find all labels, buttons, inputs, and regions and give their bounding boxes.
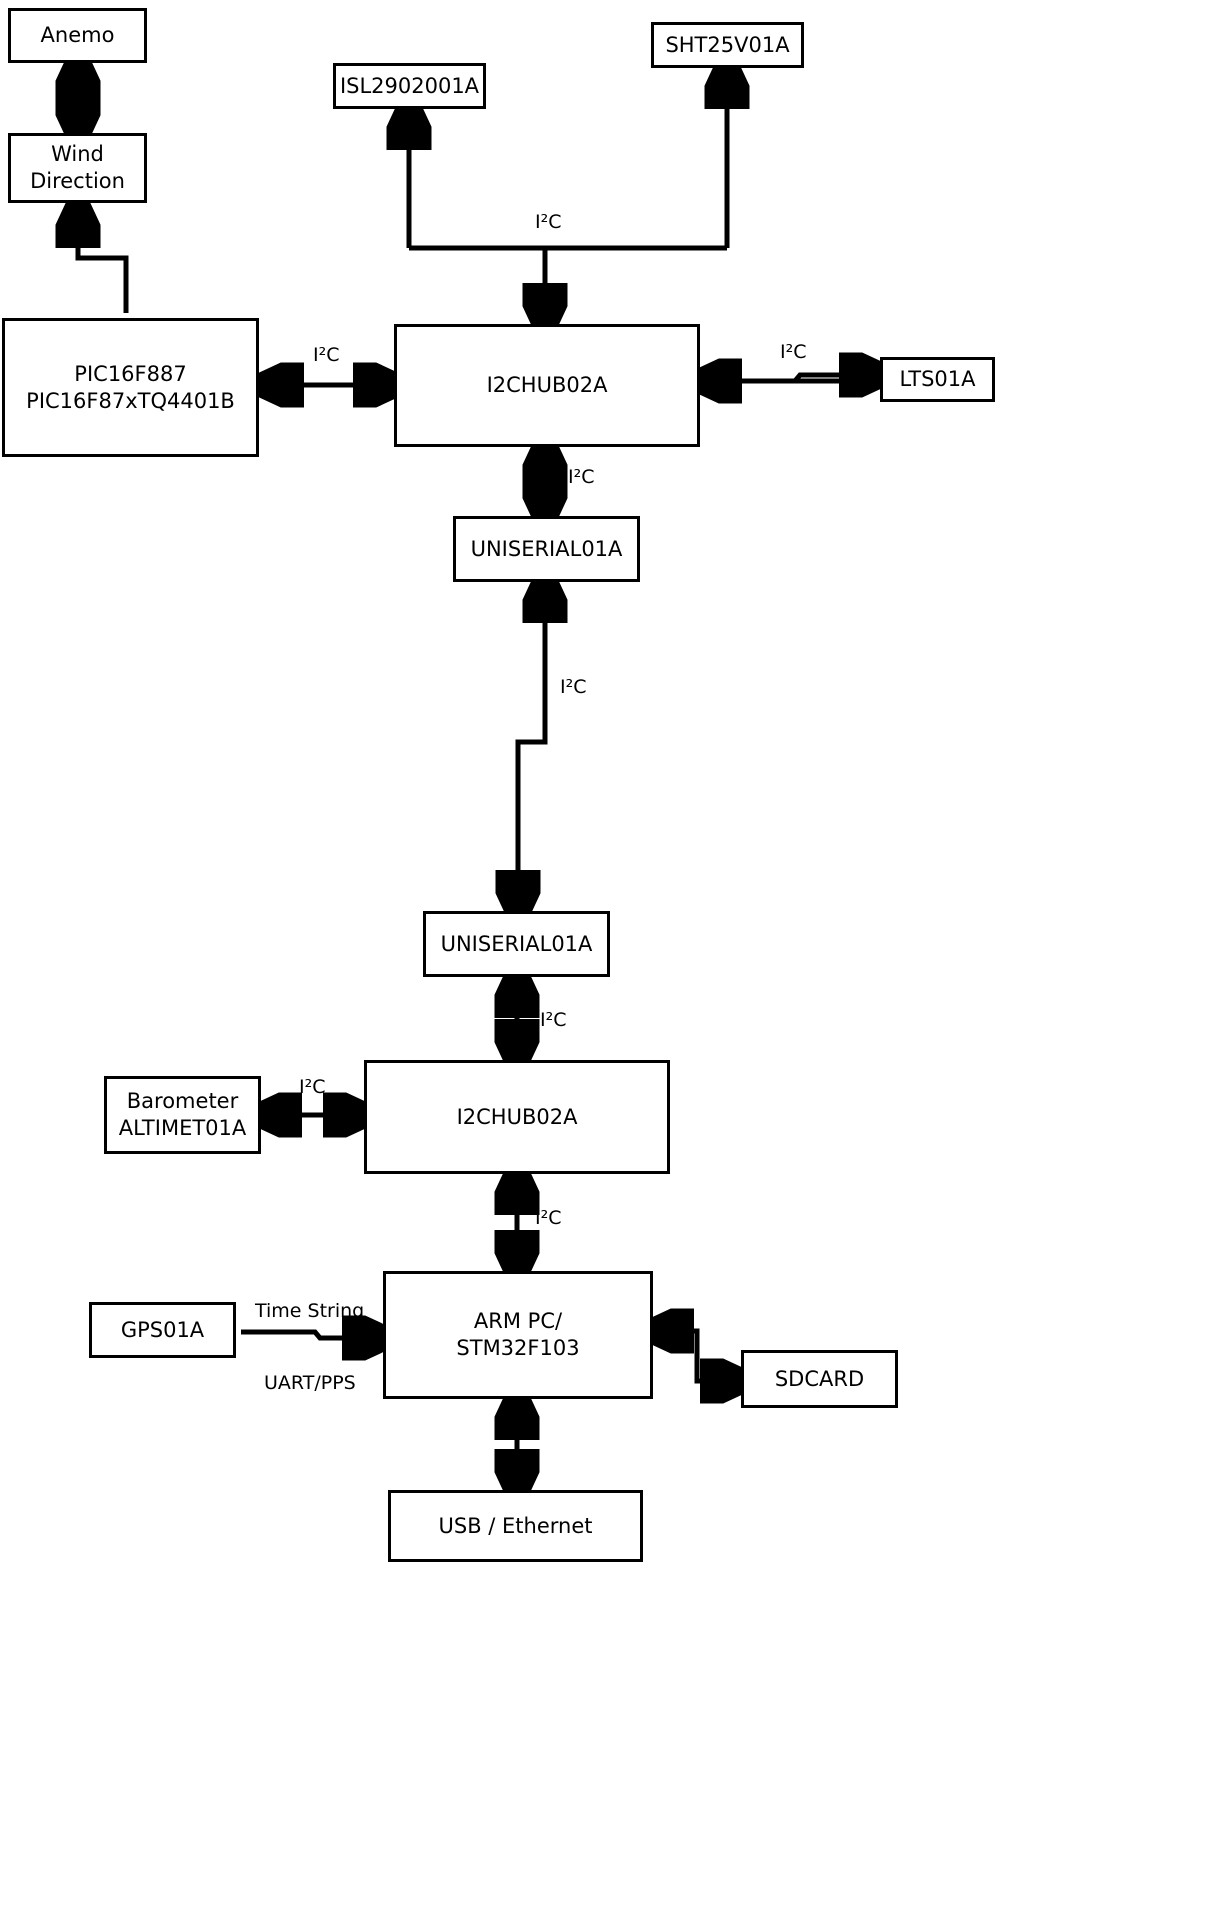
edge-label-i2c-hub-arm: I²C [535,1207,562,1229]
node-i2chub02a-top[interactable]: I2CHUB02A [394,324,700,447]
edge-label-time-string: Time String [255,1300,365,1322]
wire-uniup-unidn-down [518,587,548,906]
node-barometer-altimet01a[interactable]: Barometer ALTIMET01A [104,1076,261,1154]
edge-label-uart-pps: UART/PPS [264,1372,356,1394]
edge-label-i2c-barometer-hub: I²C [299,1076,326,1098]
node-wind-direction[interactable]: Wind Direction [8,133,147,203]
node-i2chub02a-bottom[interactable]: I2CHUB02A [364,1060,670,1174]
wire-gps-arm [241,1332,378,1338]
node-pic16f887[interactable]: PIC16F887 PIC16F87xTQ4401B [2,318,259,457]
node-sht25v01a[interactable]: SHT25V01A [651,22,804,68]
edge-label-i2c-hub-uniserial: I²C [568,466,595,488]
wire-arm-sdcard [658,1328,736,1381]
edge-label-i2c-hub-lts: I²C [780,341,807,363]
node-isl2902001a[interactable]: ISL2902001A [333,63,486,109]
node-anemo[interactable]: Anemo [8,8,147,63]
edge-label-i2c-pic-hub: I²C [313,344,340,366]
edge-label-i2c-bus-top: I²C [535,211,562,233]
node-uniserial01a-lower[interactable]: UNISERIAL01A [423,911,610,977]
node-arm-pc-stm32f103[interactable]: ARM PC/ STM32F103 [383,1271,653,1399]
node-lts01a[interactable]: LTS01A [880,357,995,402]
edge-label-i2c-uniserial-hub: I²C [540,1009,567,1031]
node-usb-ethernet[interactable]: USB / Ethernet [388,1490,643,1562]
wire-unidn-uniup-up [515,587,545,906]
node-gps01a[interactable]: GPS01A [89,1302,236,1358]
wire-sdcard-arm [658,1331,700,1381]
node-uniserial01a-upper[interactable]: UNISERIAL01A [453,516,640,582]
edge-label-i2c-uniserial-uniserial: I²C [560,676,587,698]
wire-pic-wind [78,212,129,313]
wire-hubtop-lts-right [706,375,875,381]
node-sdcard[interactable]: SDCARD [741,1350,898,1408]
